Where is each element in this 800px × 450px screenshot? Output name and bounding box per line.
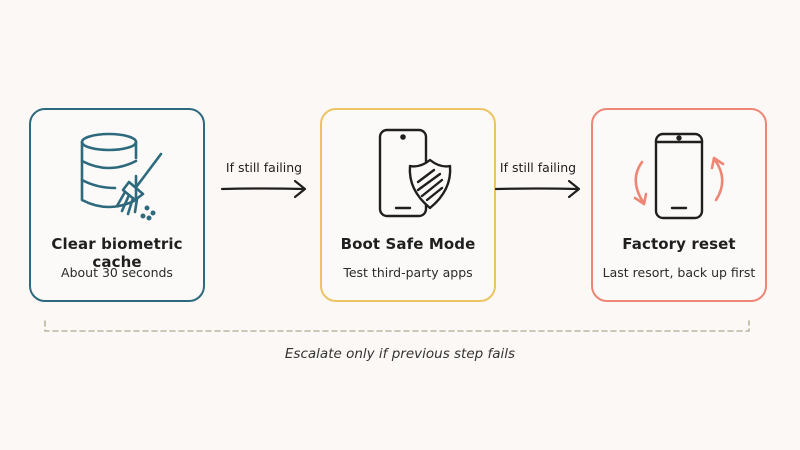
- step-subtitle: About 30 seconds: [61, 265, 173, 280]
- step-title: Factory reset: [622, 235, 736, 253]
- phone-reset-icon: [593, 128, 765, 228]
- step-title: Clear biometric cache: [51, 235, 183, 271]
- arrow-if-still-failing-2: If still failing: [494, 160, 582, 204]
- step-title: Boot Safe Mode: [340, 235, 476, 253]
- step-card-clear-cache: Clear biometric cache About 30 seconds: [29, 108, 205, 302]
- step-subtitle: Test third-party apps: [343, 265, 473, 280]
- phone-shield-icon: [322, 128, 494, 228]
- arrow-label: If still failing: [499, 160, 577, 175]
- arrow-if-still-failing-1: If still failing: [220, 160, 308, 204]
- step-card-factory-reset: Factory reset Last resort, back up first: [591, 108, 767, 302]
- escalation-footnote: Escalate only if previous step fails: [284, 346, 516, 362]
- step-subtitle: Last resort, back up first: [602, 265, 756, 280]
- right-arrow-icon: [494, 179, 581, 199]
- step-card-safe-mode: Boot Safe Mode Test third-party apps: [320, 108, 496, 302]
- right-arrow-icon: [220, 179, 307, 199]
- database-broom-icon: [31, 128, 203, 228]
- arrow-label: If still failing: [225, 160, 303, 175]
- escalation-bracket: [44, 320, 750, 332]
